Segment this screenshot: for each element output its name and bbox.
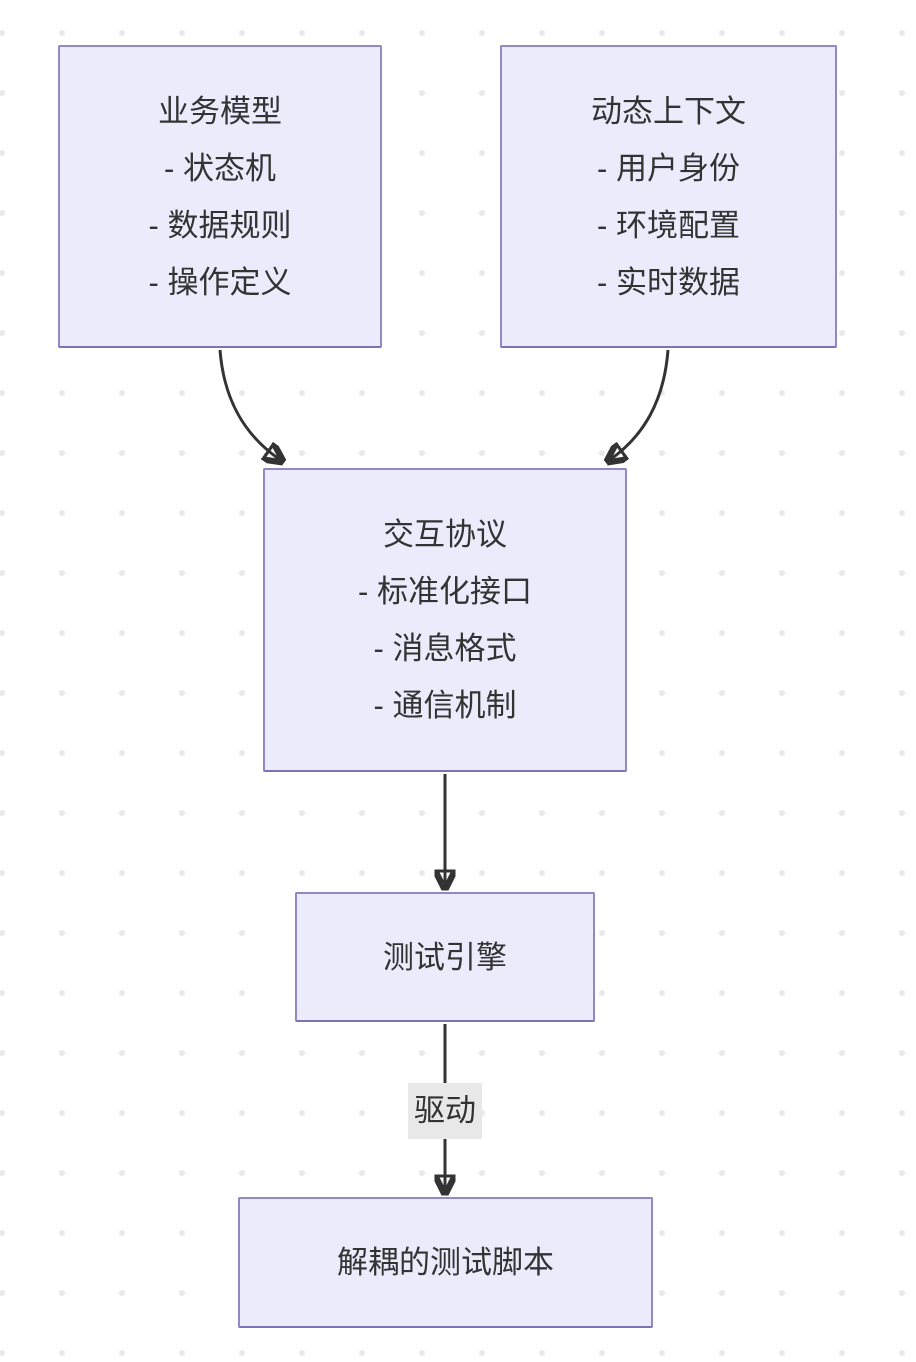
node-business-model-item: - 状态机	[164, 150, 276, 186]
edge-context-to-protocol	[611, 349, 670, 459]
node-dynamic-context-title: 动态上下文	[591, 93, 746, 129]
node-interaction-protocol-item: - 消息格式	[373, 631, 517, 666]
node-test-engine-title: 测试引擎	[383, 939, 507, 975]
node-decoupled-test-scripts: 解耦的测试脚本	[238, 1197, 653, 1328]
node-business-model-title: 业务模型	[158, 93, 282, 129]
node-dynamic-context-item: - 用户身份	[597, 150, 740, 186]
node-dynamic-context: 动态上下文 - 用户身份 - 环境配置 - 实时数据	[500, 45, 837, 348]
node-business-model: 业务模型 - 状态机 - 数据规则 - 操作定义	[58, 45, 382, 348]
node-business-model-item: - 操作定义	[148, 264, 292, 300]
edge-label-drive: 驱动	[408, 1083, 482, 1139]
node-interaction-protocol-title: 交互协议	[383, 517, 507, 552]
node-interaction-protocol: 交互协议 - 标准化接口 - 消息格式 - 通信机制	[263, 468, 627, 772]
node-business-model-item: - 数据规则	[148, 207, 292, 243]
node-test-engine: 测试引擎	[295, 892, 595, 1022]
node-dynamic-context-item: - 实时数据	[597, 264, 740, 300]
node-decoupled-test-scripts-title: 解耦的测试脚本	[337, 1245, 554, 1280]
node-interaction-protocol-item: - 标准化接口	[358, 574, 532, 609]
node-dynamic-context-item: - 环境配置	[597, 207, 740, 243]
edge-business-to-protocol	[218, 349, 279, 459]
node-interaction-protocol-item: - 通信机制	[373, 688, 517, 723]
